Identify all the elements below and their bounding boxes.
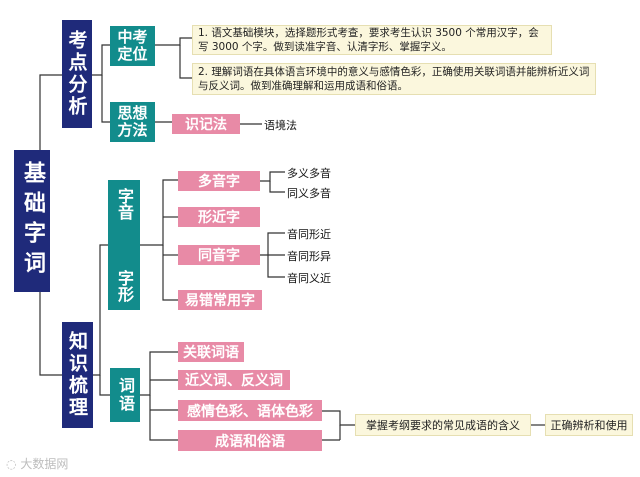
watermark: ◌ 大数据网	[6, 455, 68, 472]
memorize-method-label: 识记法	[185, 117, 227, 133]
idiom-use-text: 正确辨析和使用	[550, 419, 628, 432]
ci-item-label: 近义词、反义词	[185, 373, 283, 389]
zi-label-top: 字音	[115, 188, 134, 220]
method-node: 思想方法	[110, 102, 155, 142]
zi-item-label: 同音字	[198, 248, 240, 264]
ci-label: 词语	[116, 377, 135, 413]
positioning-note-2: 2. 理解词语在具体语言环境中的意义与感情色彩，正确使用关联词语并能辨析近义词与…	[192, 63, 596, 95]
knowledge-node: 知识梳理	[62, 322, 93, 428]
ci-item-label: 感情色彩、语体色彩	[187, 403, 313, 420]
root-node: 基础字词	[14, 150, 50, 292]
positioning-node: 中考定位	[110, 26, 155, 66]
tongyin-sub-1: 音同形近	[287, 228, 331, 241]
ci-item-guanlian: 关联词语	[178, 342, 244, 362]
zi-item-duoyin: 多音字	[178, 171, 260, 191]
watermark-icon: ◌	[6, 457, 17, 471]
tongyin-sub-2: 音同形异	[287, 250, 331, 263]
memorize-method: 识记法	[172, 114, 240, 134]
zi-item-label: 多音字	[198, 174, 240, 190]
tongyin-sub-3: 音同义近	[287, 272, 331, 285]
analysis-node: 考点分析	[62, 20, 92, 128]
method-label: 思想方法	[117, 104, 148, 139]
ci-item-jinyi: 近义词、反义词	[178, 370, 290, 390]
positioning-note-1-text: 1. 语文基础模块，选择题形式考查，要求考生认识 3500 个常用汉字，会写 3…	[198, 27, 539, 53]
positioning-note-1: 1. 语文基础模块，选择题形式考查，要求考生认识 3500 个常用汉字，会写 3…	[192, 25, 552, 55]
knowledge-label: 知识梳理	[66, 331, 88, 419]
positioning-label: 中考定位	[117, 28, 148, 63]
duoyin-sub-2: 同义多音	[287, 187, 331, 200]
zi-item-xingjin: 形近字	[178, 207, 260, 227]
ci-item-chengyu: 成语和俗语	[178, 430, 322, 451]
zi-item-tongyin: 同音字	[178, 245, 260, 265]
ci-item-label: 关联词语	[183, 345, 239, 361]
zi-item-label: 形近字	[198, 210, 240, 226]
idiom-use: 正确辨析和使用	[545, 414, 633, 436]
ci-item-label: 成语和俗语	[215, 433, 285, 450]
duoyin-sub-1: 多义多音	[287, 167, 331, 180]
root-label: 基础字词	[20, 161, 45, 281]
analysis-label: 考点分析	[65, 30, 88, 118]
positioning-note-2-text: 2. 理解词语在具体语言环境中的意义与感情色彩，正确使用关联词语并能辨析近义词与…	[198, 66, 590, 92]
zi-node: 字音 字形	[108, 180, 140, 310]
context-method: 语境法	[264, 119, 297, 132]
idiom-note-text: 掌握考纲要求的常见成语的含义	[366, 419, 520, 432]
ci-node: 词语	[110, 368, 140, 422]
zi-item-label: 易错常用字	[185, 293, 255, 309]
watermark-text: 大数据网	[20, 457, 69, 471]
idiom-note: 掌握考纲要求的常见成语的含义	[355, 414, 531, 436]
zi-label-bottom: 字形	[115, 270, 134, 302]
ci-item-ganqing: 感情色彩、语体色彩	[178, 400, 322, 421]
zi-item-yicuo: 易错常用字	[178, 290, 262, 310]
